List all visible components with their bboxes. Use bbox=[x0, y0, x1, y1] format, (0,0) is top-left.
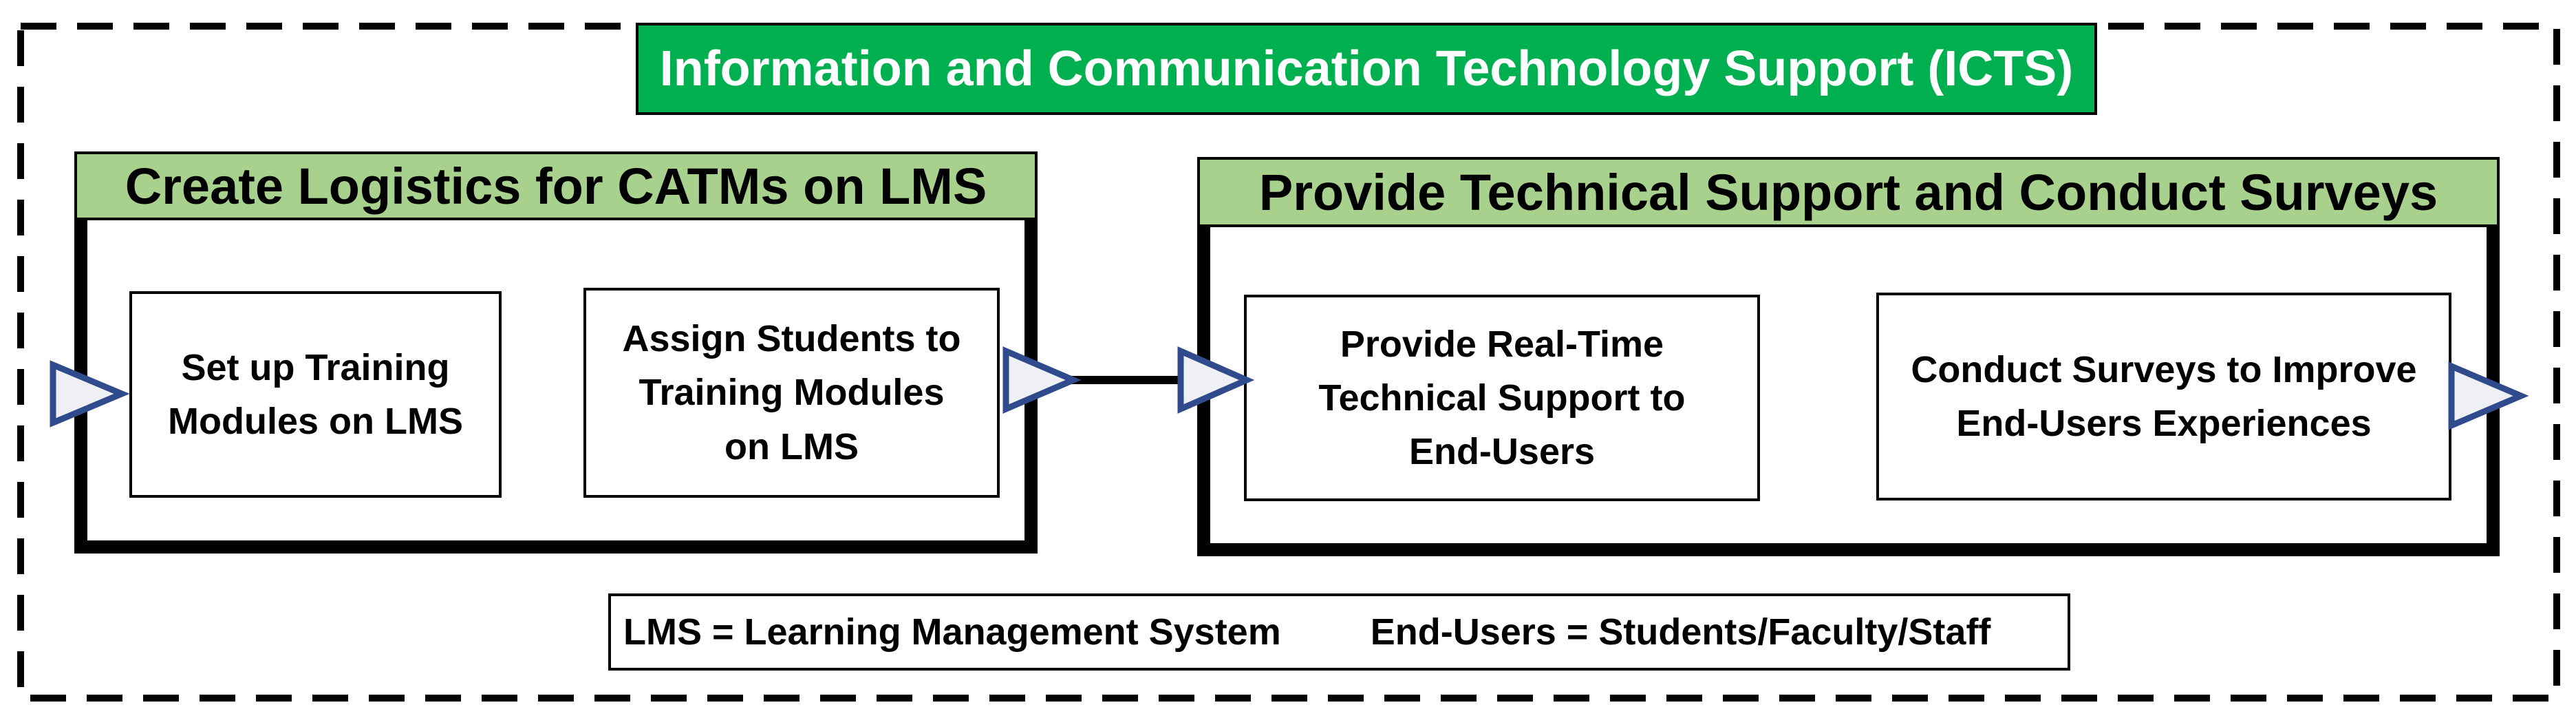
triangle-arrow-icon bbox=[1177, 346, 1255, 414]
page-title: Information and Communication Technology… bbox=[636, 23, 2097, 115]
group-header-technical-support: Provide Technical Support and Conduct Su… bbox=[1197, 157, 2500, 227]
legend-lms: LMS = Learning Management System bbox=[623, 611, 1281, 653]
legend-end-users: End-Users = Students/Faculty/Staff bbox=[1370, 611, 1991, 653]
legend-box: LMS = Learning Management System End-Use… bbox=[608, 593, 2070, 671]
triangle-arrow-icon bbox=[2448, 361, 2529, 430]
triangle-arrow-icon bbox=[50, 360, 130, 428]
group-header-create-logistics: Create Logistics for CATMs on LMS bbox=[74, 151, 1038, 220]
triangle-arrow-icon bbox=[1002, 346, 1082, 414]
